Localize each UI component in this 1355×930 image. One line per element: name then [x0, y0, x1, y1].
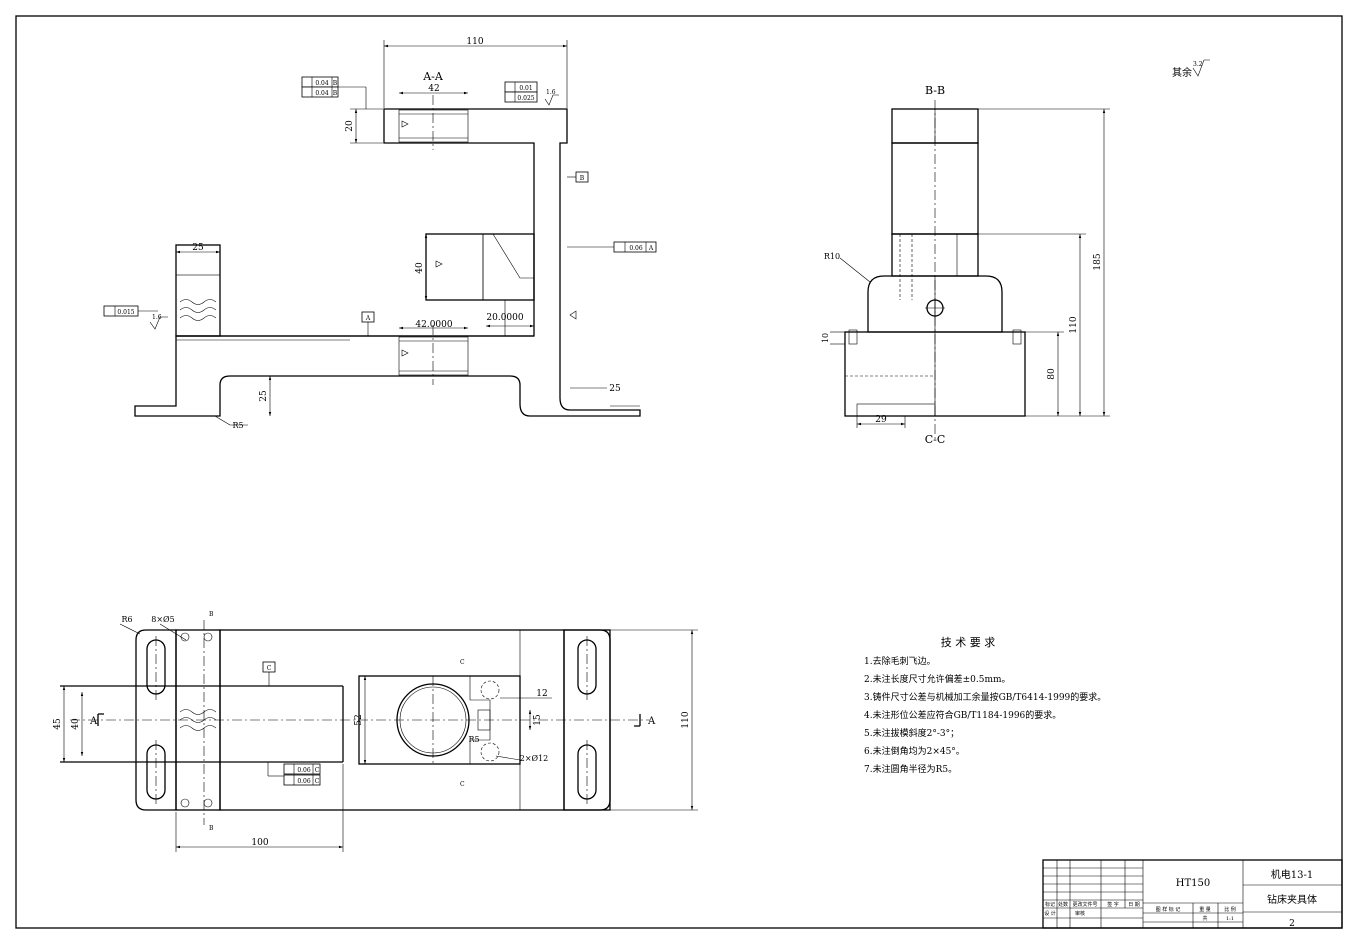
svg-text:1.6: 1.6 [546, 89, 556, 96]
dim-110-top: 110 [466, 37, 483, 47]
svg-text:0.04: 0.04 [315, 90, 329, 97]
section-bb-dimensions: 185 110 80 29 10 R10 [821, 108, 1110, 428]
svg-text:图 样 标 记: 图 样 标 记 [1156, 906, 1181, 913]
view-arrow-a-left: A [89, 716, 98, 727]
section-aa-dimensions: 110 A-A 42 20 25 40 20.0000 42.0000 25 2… [176, 37, 640, 430]
svg-text:比 例: 比 例 [1224, 906, 1236, 913]
roughness-symbols-aa: 1.6 1.6 [149, 89, 577, 357]
svg-text:0.01: 0.01 [519, 85, 532, 92]
svg-text:1.6: 1.6 [152, 314, 162, 321]
dim-110-bb: 110 [1069, 316, 1079, 333]
part-name: 钻床夹具体 [1267, 893, 1317, 906]
notes-title: 技 术 要 求 [941, 636, 996, 649]
technical-requirements: 技 术 要 求 1.去除毛刺飞边。 2.未注长度尺寸允许偏差±0.5mm。 3.… [864, 636, 1106, 775]
radius-r10: R10 [824, 252, 840, 261]
section-bb-label: B-B [925, 84, 945, 97]
note-item: 3.铸件尺寸公差与机械加工余量按GB/T6414-1999的要求。 [864, 691, 1106, 703]
dim-42-0000: 42.0000 [415, 320, 452, 330]
dim-40: 40 [415, 262, 425, 274]
svg-text:0.025: 0.025 [517, 95, 534, 102]
roughness-rest-label: 其余 [1172, 66, 1192, 79]
svg-text:0.015: 0.015 [117, 309, 134, 316]
view-arrow-a-right: A [647, 716, 656, 727]
dim-100: 100 [251, 838, 268, 848]
note-item: 1.去除毛刺飞边。 [864, 655, 936, 667]
svg-text:C: C [460, 781, 465, 788]
svg-text:日 期: 日 期 [1128, 902, 1140, 908]
svg-text:设 计: 设 计 [1044, 910, 1056, 917]
svg-text:标记: 标记 [1045, 901, 1055, 908]
dim-110-plan: 110 [681, 711, 691, 728]
dim-20: 20 [345, 120, 355, 132]
drawing-code: 机电13-1 [1271, 868, 1313, 881]
dim-25-right: 25 [609, 384, 621, 394]
svg-text:重 量: 重 量 [1199, 906, 1211, 913]
dim-12: 12 [536, 689, 547, 699]
dim-45: 45 [53, 718, 63, 730]
svg-text:C: C [460, 659, 465, 666]
dim-20-0000: 20.0000 [486, 313, 523, 323]
note-item: 6.未注倒角均为2×45°。 [864, 745, 965, 757]
dim-80: 80 [1047, 368, 1057, 380]
plan-view-dimensions: R6 8×Ø5 B B 45 40 A A 110 100 52 12 15 2… [53, 611, 698, 852]
section-cc-label: C-C [925, 433, 946, 446]
title-block: 标记 处数 更改文件号 签 字 日 期 设 计 审核 图 样 标 记 重 量 比… [1042, 859, 1343, 929]
dim-52: 52 [354, 714, 364, 725]
plan-view [60, 620, 650, 825]
roughness-rest: 其余 3.2 [1172, 59, 1210, 79]
dim-10-bb: 10 [821, 333, 830, 343]
roughness-rest-value: 3.2 [1193, 61, 1203, 68]
svg-text:C: C [315, 778, 320, 785]
note-item: 2.未注长度尺寸允许偏差±0.5mm。 [864, 673, 1011, 685]
dim-25-inner: 25 [259, 390, 269, 402]
svg-text:1:1: 1:1 [1226, 916, 1234, 922]
section-aa-label: A-A [422, 70, 444, 83]
svg-text:0.04: 0.04 [315, 80, 329, 87]
svg-text:B: B [580, 175, 585, 182]
tolerance-frames-aa: 0.04 B 0.04 B 0.01 0.025 0.015 B 0.06 A … [103, 76, 657, 336]
material: HT150 [1176, 878, 1210, 889]
dim-15: 15 [533, 714, 543, 726]
dim-25-top: 25 [192, 243, 204, 253]
svg-text:0.06: 0.06 [629, 245, 643, 252]
drawing-border [15, 15, 1343, 929]
radius-r5-plan: R5 [468, 735, 479, 744]
svg-text:0.06: 0.06 [297, 767, 311, 774]
svg-text:C: C [267, 665, 272, 672]
dim-29: 29 [875, 415, 887, 425]
note-item: 5.未注拔模斜度2°-3°； [864, 727, 959, 739]
svg-text:0.06: 0.06 [297, 778, 311, 785]
dim-40-plan: 40 [71, 718, 81, 730]
svg-text:B: B [333, 90, 338, 97]
holes-2xd12: 2×Ø12 [520, 754, 549, 763]
svg-text:B: B [333, 80, 338, 87]
svg-text:B: B [209, 825, 214, 832]
section-aa-view [134, 95, 641, 417]
svg-text:签 字: 签 字 [1107, 901, 1119, 908]
note-item: 4.未注形位公差应符合GB/T1184-1996的要求。 [864, 709, 1061, 721]
svg-text:A: A [365, 315, 371, 322]
svg-text:B: B [209, 611, 214, 618]
note-item: 7.未注圆角半径为R5。 [864, 763, 957, 775]
svg-text:审核: 审核 [1075, 910, 1085, 917]
dim-42: 42 [428, 84, 439, 94]
svg-text:C: C [315, 767, 320, 774]
svg-text:共: 共 [1202, 915, 1207, 922]
section-bb-view: B-B C-C [844, 84, 1026, 446]
radius-r6: R6 [121, 615, 132, 624]
sheet-number: 2 [1289, 919, 1295, 929]
svg-text:A: A [648, 245, 654, 252]
radius-r5-aa: R5 [232, 421, 243, 430]
svg-text:更改文件号: 更改文件号 [1072, 901, 1097, 908]
dim-185: 185 [1093, 253, 1103, 270]
svg-text:处数: 处数 [1058, 901, 1068, 908]
slot-count: 8×Ø5 [151, 615, 174, 624]
tolerance-frames-plan: C 0.06 C 0.06 C [262, 661, 321, 786]
